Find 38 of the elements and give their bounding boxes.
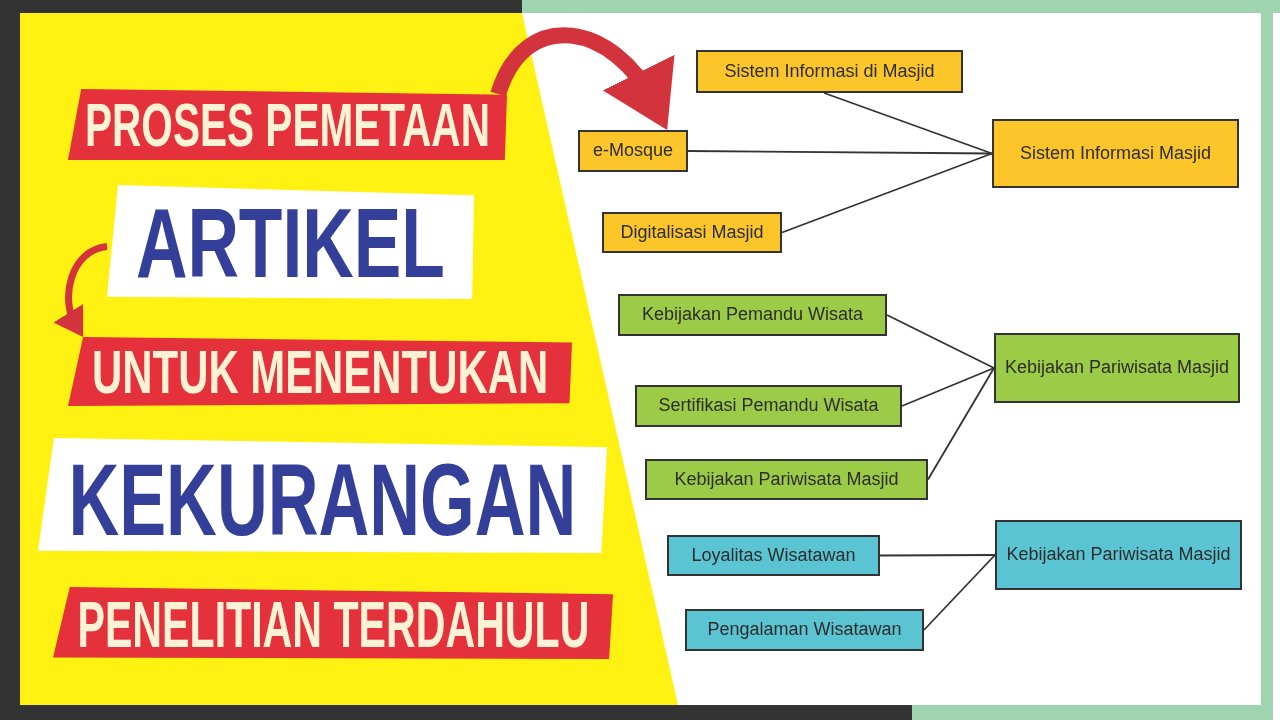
title-banner [53,587,613,659]
concept-label: Kebijakan Pariwisata Masjid [1004,357,1230,379]
concept-box [578,130,688,172]
concept-label: Kebijakan Pariwisata Masjid [1006,544,1231,566]
connector-line [901,367,995,407]
title-banner [68,337,572,406]
concept-label: Digitalisasi Masjid [620,221,764,244]
concept-box [635,385,902,427]
connector-line [923,554,996,631]
heading-text: PROSES PEMETAAN [85,95,490,156]
concept-label: Pengalaman Wisatawan [707,619,902,641]
connector-line [927,367,995,481]
concept-box [994,333,1240,403]
connector-line [879,554,996,557]
concept-label: Sistem Informasi di Masjid [724,60,935,83]
curved-arrow [490,27,672,129]
concept-label: e-Mosque [592,140,673,162]
concept-label: Sistem Informasi Masjid [1019,142,1212,165]
concept-box [645,459,928,500]
concept-box [618,294,887,336]
connector-line [781,152,993,234]
concept-box [667,535,880,576]
title-banner [68,89,507,160]
heading-text: PENELITIAN TERDAHULU [77,591,589,657]
concept-label: Kebijakan Pemandu Wisata [641,304,864,326]
concept-box [685,609,924,651]
concept-label: Loyalitas Wisatawan [691,544,856,567]
heading-text: ARTIKEL [136,194,445,292]
concept-box [696,50,963,93]
concept-box [995,520,1242,590]
heading-text: KEKURANGAN [68,448,577,551]
connector-line [886,314,995,369]
concept-box [992,119,1239,188]
heading-text: UNTUK MENENTUKAN [91,342,549,403]
connector-line [823,92,993,155]
concept-box [602,212,782,253]
concept-label: Kebijakan Pariwisata Masjid [674,468,899,491]
concept-label: Sertifikasi Pemandu Wisata [658,395,879,417]
